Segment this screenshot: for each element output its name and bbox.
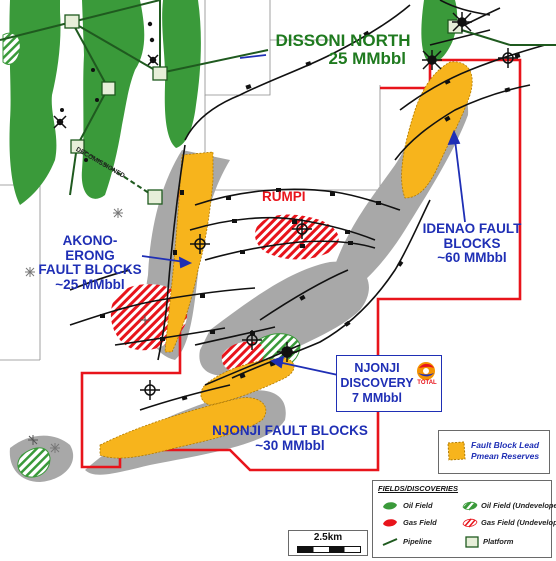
annotation-arrows <box>141 54 466 376</box>
pipeline-swatch-icon <box>382 538 398 546</box>
legend-fault-block-lead: Fault Block Lead Pmean Reserves <box>438 430 550 474</box>
idenao-label: IDENAO FAULT BLOCKS ~60 MMbbl <box>420 221 524 266</box>
scale-bar: 2.5km <box>288 530 368 556</box>
fault-ticks <box>100 30 521 401</box>
njonji-discovery-line1: NJONJI <box>354 361 400 375</box>
rumpi-label: RUMPI <box>262 189 306 204</box>
legend-fields-discoveries: FIELDS/DISCOVERIES Oil Field Oil Field (… <box>372 480 556 558</box>
platform-swatch-icon <box>465 536 479 548</box>
njonji-discovery-box: NJONJI DISCOVERY 7 MMbbl TOTAL <box>336 355 442 412</box>
scale-bar-graphic <box>297 546 361 553</box>
license-boundary <box>80 58 522 472</box>
gas-field-swatch-icon <box>383 519 397 527</box>
legend-gas-field-undeveloped: Gas Field (Undeveloped) <box>481 518 556 527</box>
legend-oil-field: Oil Field <box>403 501 433 510</box>
gas-fields-undeveloped <box>110 214 339 373</box>
akono-erong-line1: AKONO-ERONG <box>62 233 118 263</box>
akono-erong-label: AKONO-ERONG FAULT BLOCKS ~25 MMbbl <box>38 233 142 292</box>
oil-field-undeveloped-swatch-icon <box>462 501 478 511</box>
dissoni-north-label: DISSONI NORTH 25 MMbbl <box>268 31 418 69</box>
legend-lead-line1: Fault Block Lead <box>471 440 540 450</box>
legend-lead-text: Fault Block Lead Pmean Reserves <box>471 440 539 461</box>
fault-block-lead-swatch-icon <box>447 441 466 461</box>
scale-bar-label: 2.5km <box>313 532 343 543</box>
legend-oil-field-undeveloped: Oil Field (Undeveloped) <box>481 501 556 510</box>
akono-erong-volume: ~25 MMbbl <box>55 276 125 292</box>
akono-erong-line2: FAULT BLOCKS <box>38 262 142 278</box>
dissoni-north-name: DISSONI NORTH <box>275 31 411 50</box>
oil-fields <box>9 0 458 205</box>
njonji-fault-blocks-label: NJONJI FAULT BLOCKS ~30 MMbbl <box>210 423 370 453</box>
legend-platform: Platform <box>483 537 514 546</box>
legend-fields-title: FIELDS/DISCOVERIES <box>378 484 459 493</box>
total-logo-text: TOTAL <box>417 380 437 386</box>
platforms <box>64 14 463 205</box>
gas-field-undeveloped-swatch-icon <box>462 518 478 528</box>
legend-gas-field: Gas Field <box>403 518 437 527</box>
njonji-discovery-text: NJONJI DISCOVERY 7 MMbbl <box>339 361 415 406</box>
idenao-line1: IDENAO FAULT <box>422 221 522 236</box>
oil-field-swatch-icon <box>383 502 397 510</box>
njonji-discovery-volume: 7 MMbbl <box>352 391 402 405</box>
idenao-volume: ~60 MMbbl <box>437 250 507 266</box>
njonji-discovery-line2: DISCOVERY <box>340 376 414 390</box>
legend-pipeline: Pipeline <box>403 537 432 546</box>
idenao-line2: BLOCKS <box>443 235 501 251</box>
njonji-fault-blocks-line1: NJONJI FAULT BLOCKS <box>212 423 368 438</box>
small-well-dots <box>60 21 155 162</box>
njonji-fault-blocks-volume: ~30 MMbbl <box>255 437 325 453</box>
legend-lead-line2: Pmean Reserves <box>471 450 540 461</box>
pipelines <box>0 0 556 198</box>
well-symbols <box>25 12 518 453</box>
fault-block-leads <box>99 61 473 459</box>
dissoni-north-volume: 25 MMbbl <box>328 49 406 69</box>
total-logo-icon <box>417 362 435 380</box>
